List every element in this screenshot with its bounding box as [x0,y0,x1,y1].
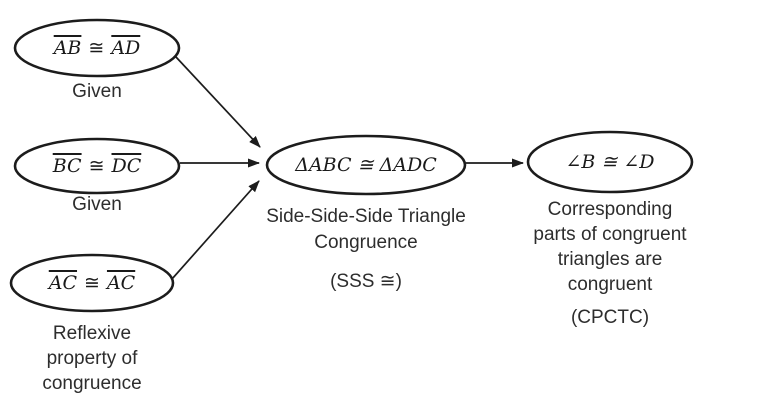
reason-given-2: Given [72,194,122,215]
reason-sss-abbrev: (SSS ≅) [330,271,402,292]
angle-congruence-statement: ∠B ≅ ∠D [565,151,655,173]
reason-line: congruent [567,274,653,295]
node-ab-ad: AB ≅ AD [15,20,179,76]
reason-line: property of [46,348,138,369]
arrow-ab-to-triangle [175,56,261,148]
node-ac-ac: AC ≅ AC [11,255,173,311]
reason-line: parts of congruent [533,224,687,245]
reason-line: Corresponding [547,199,673,220]
segment-ac-right: AC [106,272,136,294]
reason-reflexive: Reflexive property of congruence [12,321,172,396]
ellipse-bc-dc [13,137,181,195]
ellipse-ac-ac [9,253,175,313]
node-triangle-congruence: ΔABC ≅ ΔADC [267,136,465,194]
segment-ab: AB [53,37,82,59]
reason-line: Reflexive [52,323,132,344]
arrow-ac-to-triangle [171,180,260,280]
reason-given-1: Given [72,81,122,102]
ellipse-triangle-congruence [265,134,467,196]
segment-dc: DC [111,155,142,177]
congruent-symbol: ≅ [84,272,100,294]
congruent-symbol: ≅ [88,37,105,59]
node-angle-congruence: ∠B ≅ ∠D [528,132,692,192]
ellipse-angle-congruence [526,130,694,194]
segment-bc: BC [52,155,82,177]
ellipse-ab-ad [13,18,181,78]
reason-line: Congruence [314,232,418,253]
reason-sss: Side-Side-Side Triangle Congruence [246,204,486,256]
congruent-symbol: ≅ [88,155,105,177]
reason-cpctc-abbrev: (CPCTC) [570,307,650,328]
node-bc-dc: BC ≅ DC [15,139,179,193]
reason-cpctc: Corresponding parts of congruent triangl… [520,197,700,297]
segment-ad: AD [111,37,141,59]
triangle-congruence-statement: ΔABC ≅ ΔADC [295,154,437,176]
segment-ac-left: AC [48,272,78,294]
reason-line: Side-Side-Side Triangle [266,206,466,227]
reason-line: triangles are [557,249,663,270]
reason-line: congruence [42,373,142,394]
